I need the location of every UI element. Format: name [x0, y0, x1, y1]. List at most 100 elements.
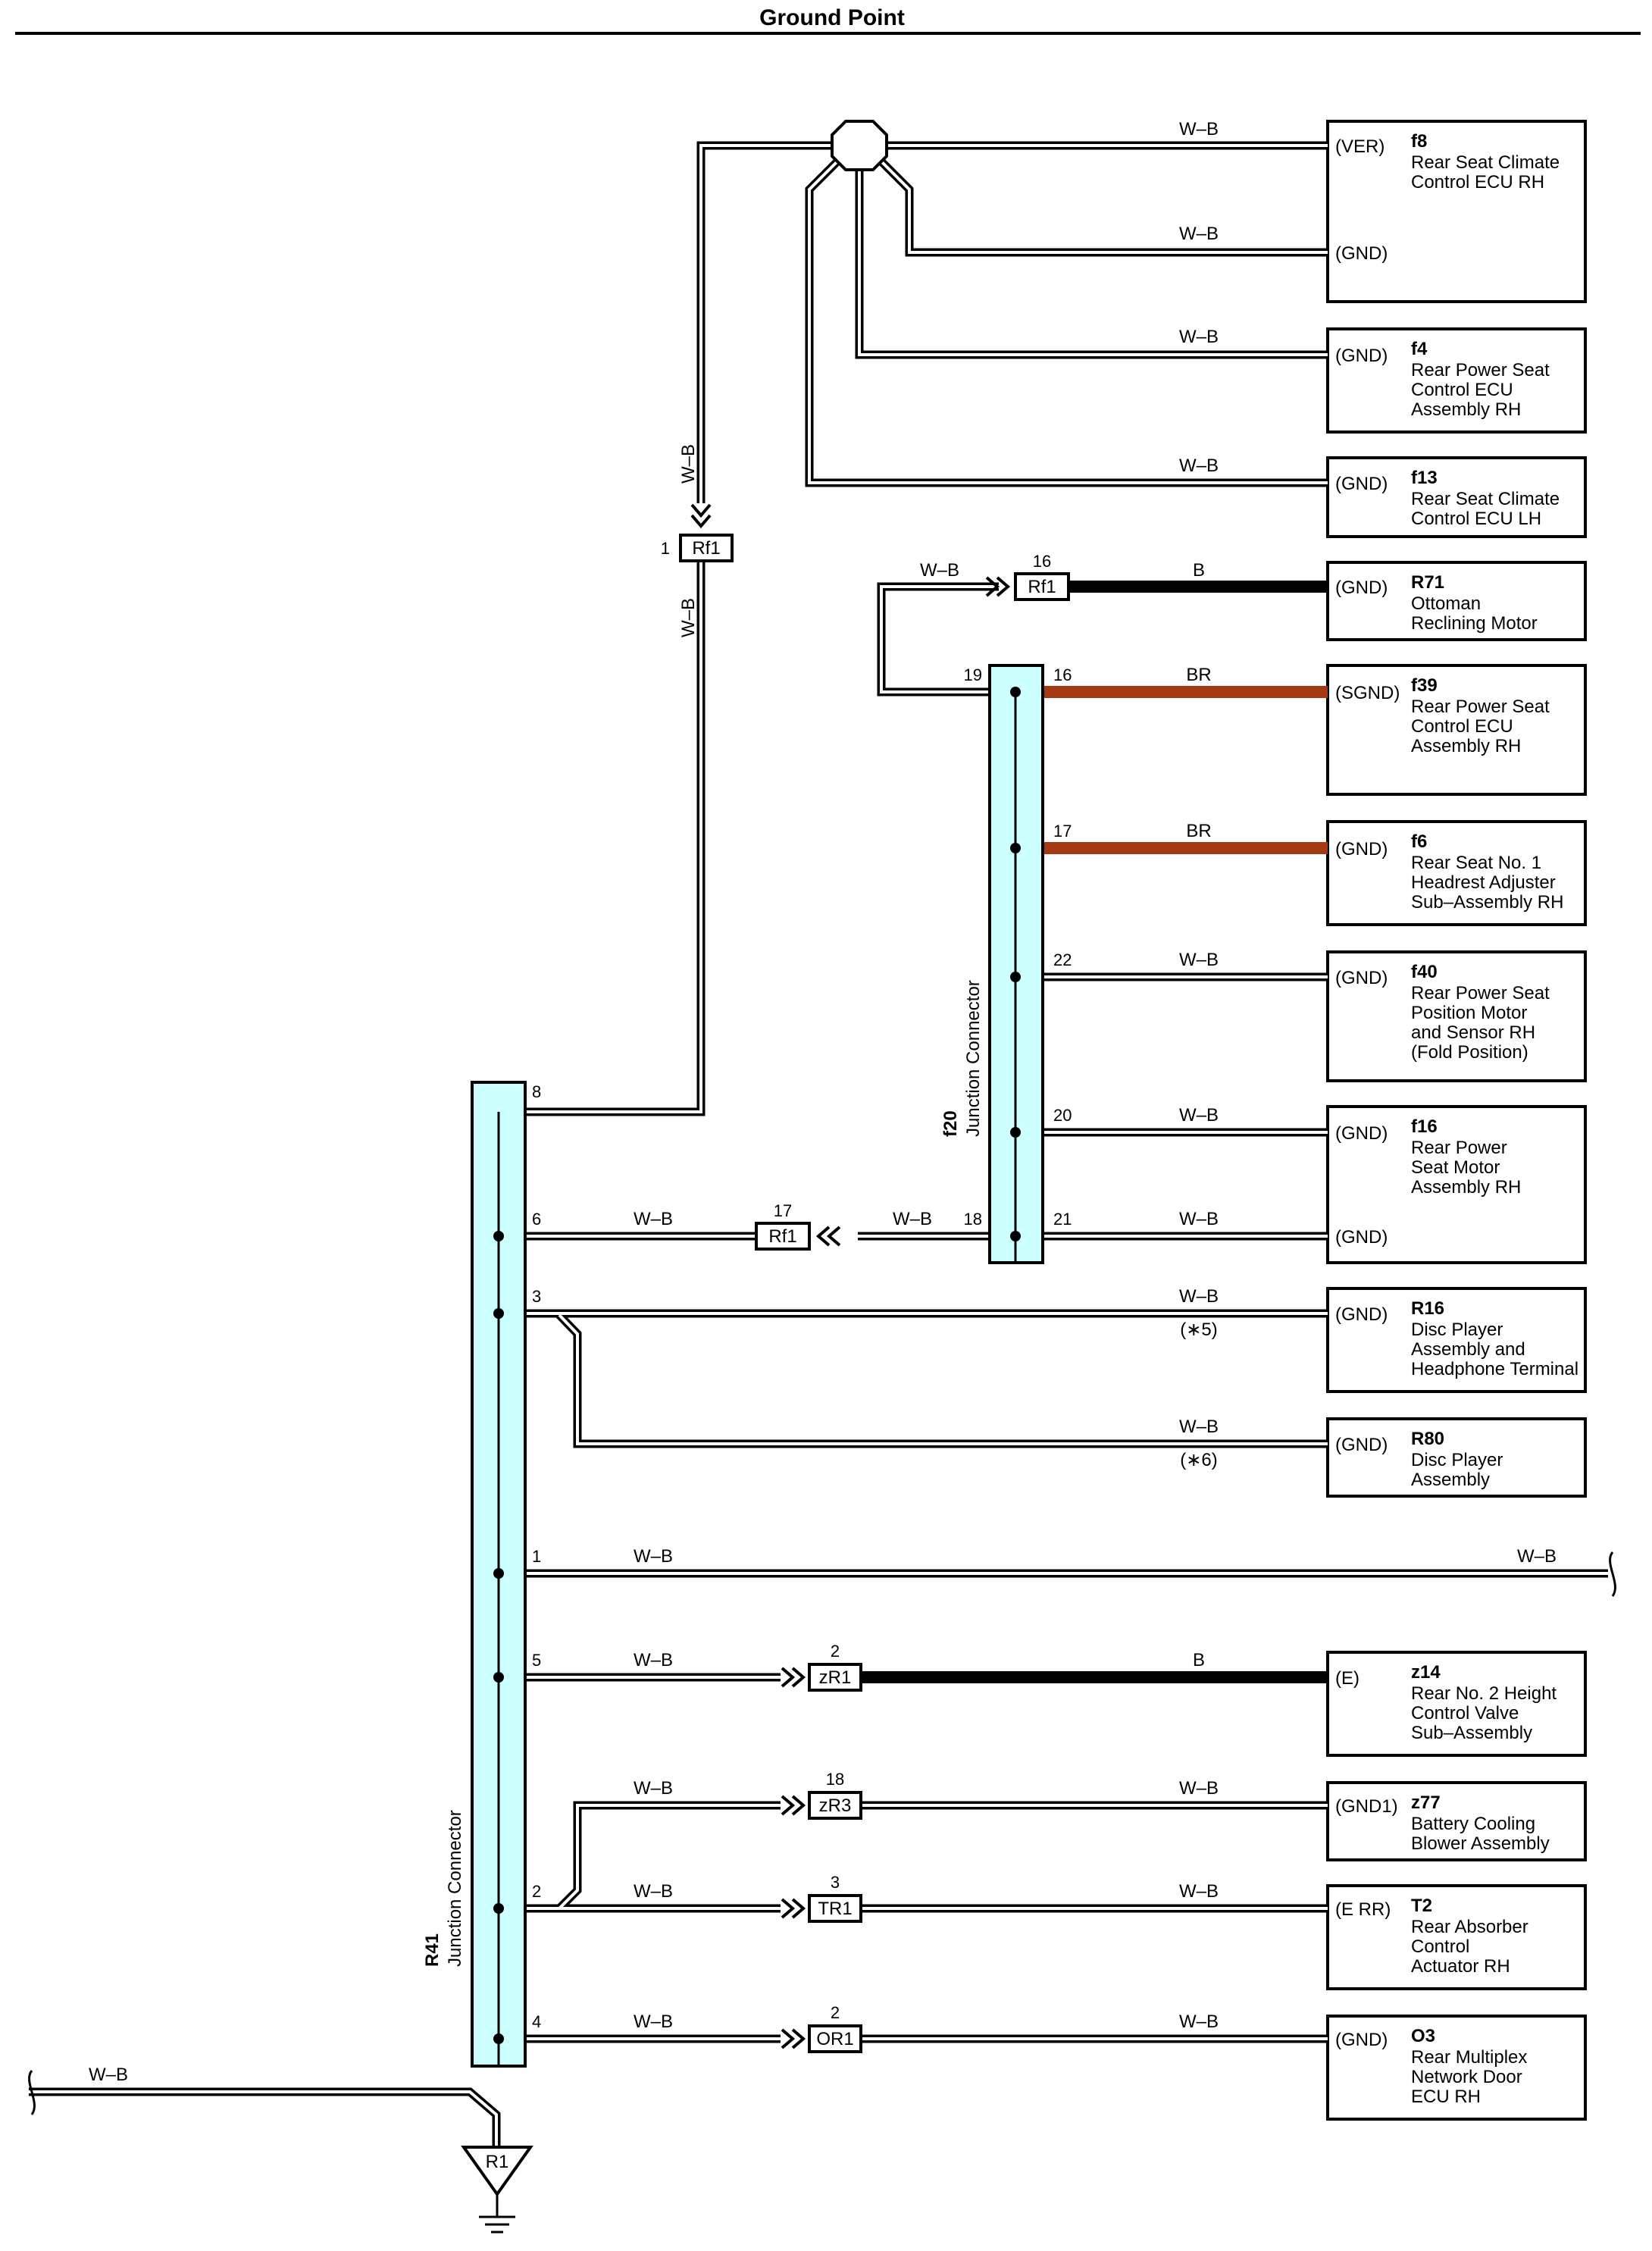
terminal-label: (GND) — [1335, 839, 1388, 859]
component-code: z14 — [1411, 1662, 1441, 1683]
r41-pin: 3 — [532, 1287, 541, 1306]
connector-box — [679, 534, 734, 562]
connector-pin: 1 — [661, 539, 670, 558]
component-desc: Control ECU RH — [1411, 172, 1544, 193]
chevron-right-icon — [791, 1795, 806, 1816]
terminal-label: (GND) — [1335, 1123, 1388, 1144]
chevron-right-icon — [781, 1795, 796, 1816]
wire-label: W–B — [678, 444, 699, 484]
f20-label: Junction Connector — [963, 980, 984, 1137]
terminal-label: (GND) — [1335, 1227, 1388, 1248]
r41-pin: 1 — [532, 1547, 541, 1566]
component-desc: Sub–Assembly — [1411, 1723, 1532, 1743]
component-box-f8 — [1326, 120, 1587, 303]
connector-box — [808, 1663, 862, 1692]
component-texts: f8 Rear Seat Climate Control ECU RH f4 R… — [1411, 131, 1578, 2107]
f20-pin: 18 — [964, 1210, 982, 1229]
chevron-right-icon — [781, 1898, 796, 1919]
r41-dot-4 — [493, 2033, 504, 2044]
chevron-down-icon — [690, 503, 712, 518]
connector-pin: 2 — [831, 1642, 840, 1661]
wire-note: (∗6) — [1180, 1450, 1217, 1470]
junction-connector-f20: f20 Junction Connector — [940, 664, 1044, 1264]
connector-box — [808, 2024, 862, 2053]
inline-connector-zr1: zR1 2 — [781, 1642, 862, 1692]
terminal-label: (GND) — [1335, 1435, 1388, 1455]
component-box-O3 — [1326, 2015, 1587, 2121]
component-desc: Rear Power Seat — [1411, 697, 1550, 717]
chevron-right-icon — [781, 1667, 796, 1688]
wire-label: B — [1193, 560, 1205, 581]
component-box-z14 — [1326, 1651, 1587, 1757]
terminal-label: (GND) — [1335, 243, 1388, 264]
component-desc: Blower Assembly — [1411, 1833, 1550, 1854]
connector-pin: 18 — [826, 1770, 844, 1789]
component-desc: Disc Player — [1411, 1320, 1503, 1340]
component-desc: Rear Absorber — [1411, 1917, 1528, 1937]
wire-label: BR — [1186, 665, 1211, 685]
f20-dot-16 — [1010, 687, 1021, 697]
terminal-label: (GND) — [1335, 474, 1388, 494]
terminal-label: (GND) — [1335, 968, 1388, 988]
component-code: R80 — [1411, 1429, 1444, 1449]
component-desc: (Fold Position) — [1411, 1042, 1528, 1063]
r41-pin: 4 — [532, 2012, 541, 2031]
wire-label: W–B — [634, 2011, 673, 2032]
break-mark-right — [1609, 1551, 1616, 1597]
wire-note: (∗5) — [1180, 1320, 1217, 1340]
component-desc: Rear Power Seat — [1411, 983, 1550, 1003]
f20-dot-21 — [1010, 1231, 1021, 1241]
wire-label: W–B — [634, 1778, 673, 1799]
component-box-T2 — [1326, 1884, 1587, 1990]
component-code: f4 — [1411, 339, 1428, 359]
component-code: f16 — [1411, 1116, 1438, 1137]
component-code: R16 — [1411, 1298, 1444, 1319]
terminal-label: (SGND) — [1335, 683, 1400, 703]
terminal-label: (VER) — [1335, 136, 1384, 157]
r41-dot-3 — [493, 1308, 504, 1319]
connector-box — [808, 1894, 862, 1923]
component-desc: Position Motor — [1411, 1003, 1527, 1023]
f20-pin: 19 — [964, 665, 982, 684]
f20-dot-17 — [1010, 843, 1021, 853]
component-desc: Control Valve — [1411, 1703, 1519, 1723]
inline-connector-rf1-b: Rf1 16 — [985, 552, 1070, 601]
ground-id: R1 — [486, 2152, 509, 2172]
component-box-f4 — [1326, 327, 1587, 434]
component-desc: Rear Seat Climate — [1411, 152, 1560, 173]
wire-label: W–B — [1179, 1105, 1219, 1126]
black-wires — [861, 581, 1328, 1683]
inline-connectors: Rf1 1 Rf1 16 Rf1 17 zR1 2 — [661, 503, 1070, 2053]
brown-wires — [1043, 686, 1328, 854]
r41-dots — [493, 1231, 504, 2044]
r41-dot-1 — [493, 1568, 504, 1579]
chevron-left-icon — [815, 1226, 831, 1247]
component-desc: Rear Power — [1411, 1138, 1507, 1158]
component-desc: Ottoman — [1411, 593, 1481, 614]
connector-name: zR3 — [819, 1795, 852, 1816]
component-box-f39 — [1326, 664, 1587, 796]
terminal-labels: (VER) (GND) (GND) (GND) (GND) (SGND) (GN… — [1335, 136, 1400, 2050]
component-desc: Reclining Motor — [1411, 613, 1538, 634]
connector-pin: 17 — [774, 1201, 792, 1220]
r41-dot-5 — [493, 1672, 504, 1683]
terminal-label: (GND) — [1335, 346, 1388, 366]
component-code: f6 — [1411, 831, 1427, 852]
inline-connector-rf1-c: Rf1 17 — [755, 1201, 841, 1251]
f20-id: f20 — [940, 1110, 961, 1137]
f20-pin: 21 — [1053, 1210, 1072, 1229]
terminal-label: (GND) — [1335, 2030, 1388, 2050]
component-box-f6 — [1326, 820, 1587, 926]
r41-pin: 5 — [532, 1651, 541, 1670]
r41-pin: 8 — [532, 1082, 541, 1101]
component-desc: Rear Seat Climate — [1411, 489, 1560, 509]
component-code: f13 — [1411, 468, 1438, 488]
connector-pin: 2 — [831, 2003, 840, 2022]
wire-label: W–B — [89, 2065, 128, 2085]
component-box-f13 — [1326, 456, 1587, 538]
f20-pin: 16 — [1053, 665, 1072, 684]
r41-dot-6 — [493, 1231, 504, 1241]
component-desc: Control ECU LH — [1411, 509, 1541, 529]
wire-label: B — [1193, 1650, 1205, 1670]
